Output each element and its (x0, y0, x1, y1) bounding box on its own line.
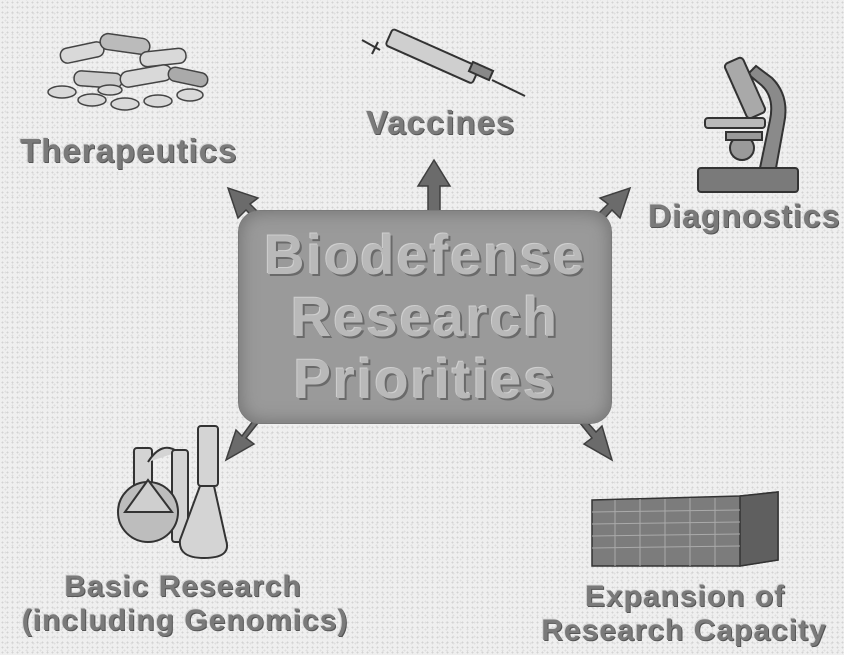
syringe-icon (361, 28, 526, 97)
label-vaccines: Vaccines (366, 104, 516, 141)
central-priorities-box: Biodefense Research Priorities (238, 210, 612, 424)
label-basic-research: Basic Research (64, 570, 302, 603)
label-expansion-of: Expansion of (584, 580, 786, 613)
center-title-line-2: Research (290, 285, 560, 348)
building-icon (591, 491, 779, 567)
microscope-icon (697, 56, 799, 193)
arrow-up-vaccines (416, 158, 452, 213)
pills-icon (47, 32, 209, 111)
label-diagnostics: Diagnostics (648, 198, 841, 234)
center-title-line-1: Biodefense (264, 223, 586, 286)
lab-flasks-icon (117, 425, 228, 560)
label-research-capacity: Research Capacity (541, 614, 827, 647)
label-including-genomics: (including Genomics) (21, 604, 349, 637)
label-therapeutics: Therapeutics (20, 132, 238, 169)
center-title-line-3: Priorities (293, 347, 557, 410)
